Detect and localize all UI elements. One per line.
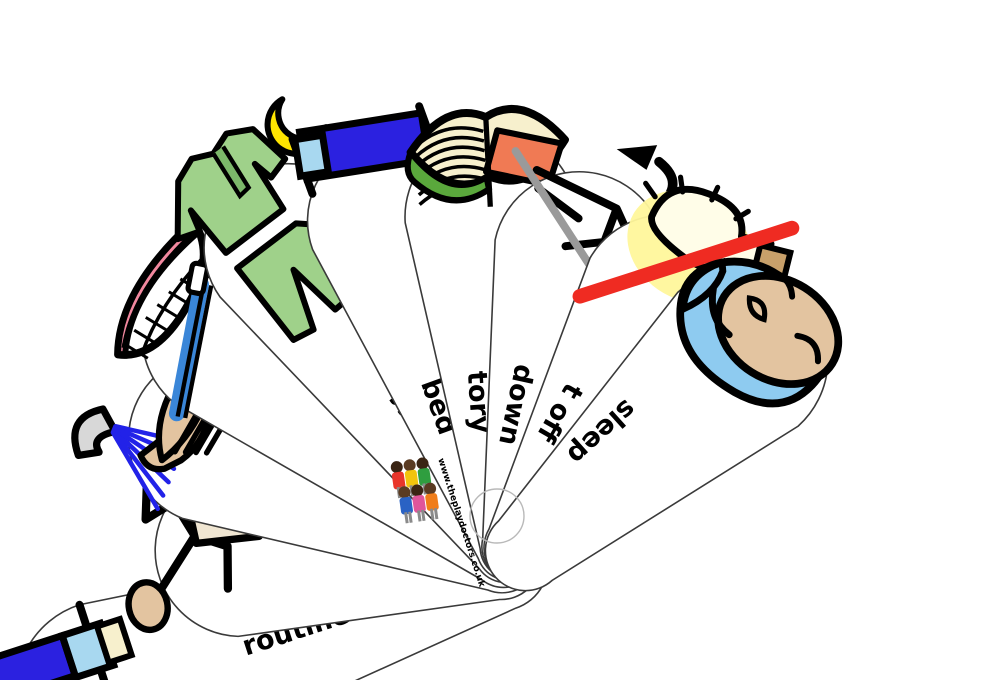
fan-pivot-hole	[469, 488, 525, 544]
sleeping-face-on-pillow-icon	[676, 257, 843, 408]
person-lying-down-icon	[511, 145, 678, 287]
cards-layer: Bedtimeroutineshsh teethyjamasbedtorydow…	[0, 96, 884, 680]
mouth-with-toothbrush-icon	[114, 217, 231, 422]
card-sleep[interactable]: sleep	[435, 214, 884, 644]
clock-and-bed-icon	[0, 600, 136, 680]
